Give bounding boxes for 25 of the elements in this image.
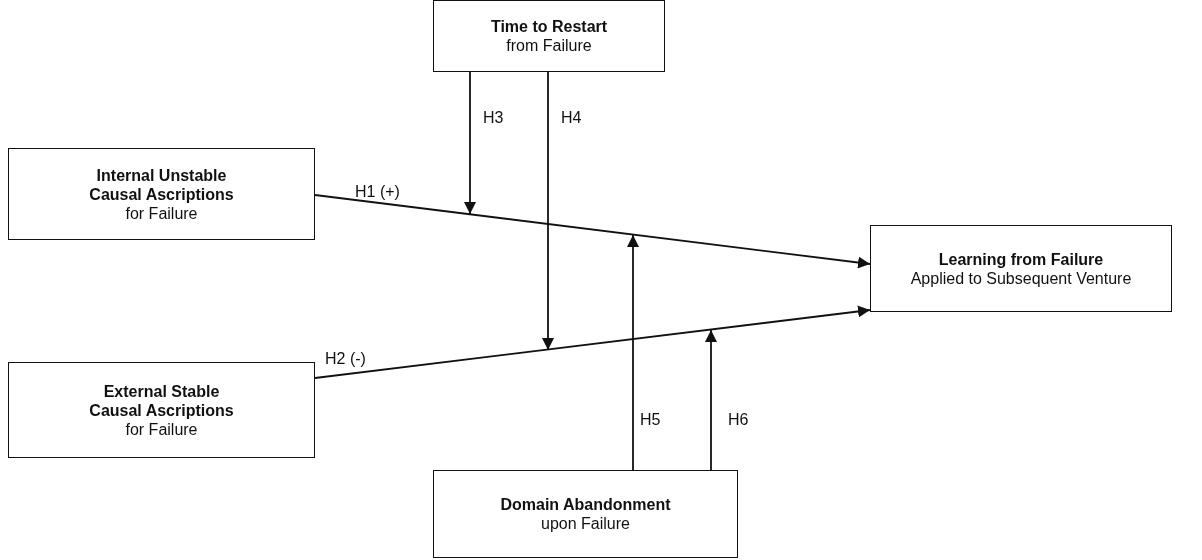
variable-box [433, 0, 665, 72]
box-heading: Domain Abandonment [500, 495, 671, 514]
box-heading: Learning from Failure [938, 249, 1104, 269]
edge-label: H5 [640, 411, 661, 429]
arrow [627, 234, 639, 471]
variable-box [8, 148, 315, 240]
variable-box [870, 225, 1172, 312]
edge-label: H2 (-) [325, 350, 366, 368]
box-subtitle: for Failure [125, 203, 198, 223]
arrow [464, 71, 476, 215]
edge-label: H6 [728, 411, 749, 429]
edge-label: H3 [483, 109, 504, 127]
arrow [542, 71, 554, 351]
box-subtitle: Applied to Subsequent Venture [910, 268, 1132, 288]
variable-box [433, 470, 738, 558]
box-subtitle: upon Failure [541, 514, 630, 533]
variable-box [8, 362, 315, 458]
box-heading: Time to Restart [490, 17, 608, 36]
arrow [314, 305, 871, 379]
edge-label: H4 [561, 109, 582, 127]
box-subtitle: for Failure [125, 419, 198, 439]
arrow [705, 329, 717, 471]
edge-label: H1 (+) [355, 183, 400, 201]
box-subtitle: from Failure [506, 36, 592, 55]
arrow [314, 194, 871, 269]
